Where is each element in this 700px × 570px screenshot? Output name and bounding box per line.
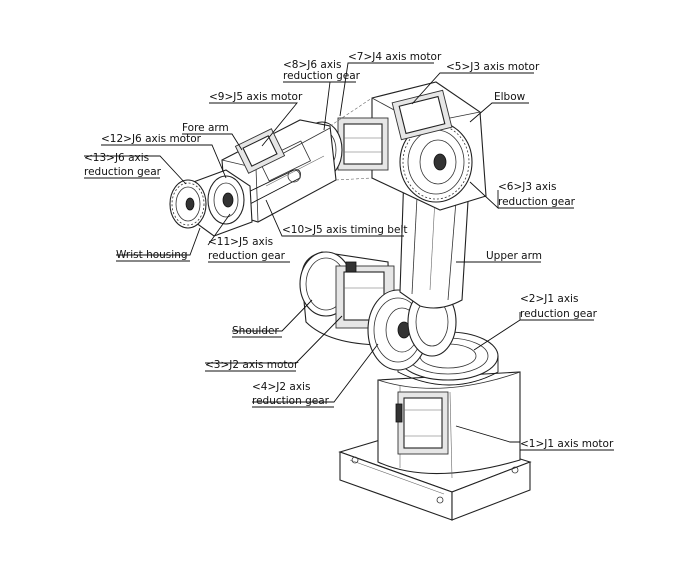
label-shoulder: Shoulder bbox=[232, 325, 279, 337]
label-j2-motor: <3>J2 axis motor bbox=[205, 359, 299, 371]
label-upper-arm: Upper arm bbox=[486, 250, 542, 262]
j5-motor bbox=[234, 128, 286, 174]
label-j5-gear-line2: reduction gear bbox=[208, 250, 286, 262]
label-j4-motor: <7>J4 axis motor bbox=[348, 51, 442, 63]
j3-motor bbox=[391, 89, 453, 141]
label-j3-motor: <5>J3 axis motor bbox=[446, 61, 540, 73]
labels: <7>J4 axis motor <8>J6 axis reduction ge… bbox=[84, 51, 614, 451]
label-j6-gear-13-line1: <13>J6 axis bbox=[84, 152, 149, 164]
label-j6-gear-8-line1: <8>J6 axis bbox=[283, 59, 341, 71]
label-j5-gear-line1: <11>J5 axis bbox=[208, 236, 273, 248]
label-j2-gear-line2: reduction gear bbox=[252, 395, 330, 407]
wrist-housing bbox=[187, 169, 253, 237]
label-elbow: Elbow bbox=[494, 91, 526, 103]
shoulder bbox=[299, 251, 395, 346]
j4-motor bbox=[337, 117, 389, 171]
label-j6-motor: <12>J6 axis motor bbox=[101, 133, 202, 145]
label-j1-gear-line2: reduction gear bbox=[520, 308, 598, 320]
label-j2-gear-line1: <4>J2 axis bbox=[252, 381, 310, 393]
label-j5-motor: <9>J5 axis motor bbox=[209, 91, 303, 103]
label-j6-gear-13-line2: reduction gear bbox=[84, 166, 162, 178]
label-j1-motor: <1>J1 axis motor bbox=[520, 438, 614, 450]
label-j6-gear-8-line2: reduction gear bbox=[283, 70, 361, 82]
robot-drawing bbox=[169, 81, 532, 521]
label-j3-gear-line2: reduction gear bbox=[498, 196, 576, 208]
label-j1-gear-line1: <2>J1 axis bbox=[520, 293, 578, 305]
label-j5-timing-belt: <10>J5 axis timing belt bbox=[282, 224, 407, 236]
label-j3-gear-line1: <6>J3 axis bbox=[498, 181, 556, 193]
hidden-lines bbox=[329, 97, 373, 181]
j1-motor bbox=[395, 391, 449, 455]
j6-reduction-gear-tip bbox=[169, 179, 207, 229]
label-fore-arm: Fore arm bbox=[182, 122, 229, 134]
label-wrist-housing: Wrist housing bbox=[116, 249, 188, 261]
